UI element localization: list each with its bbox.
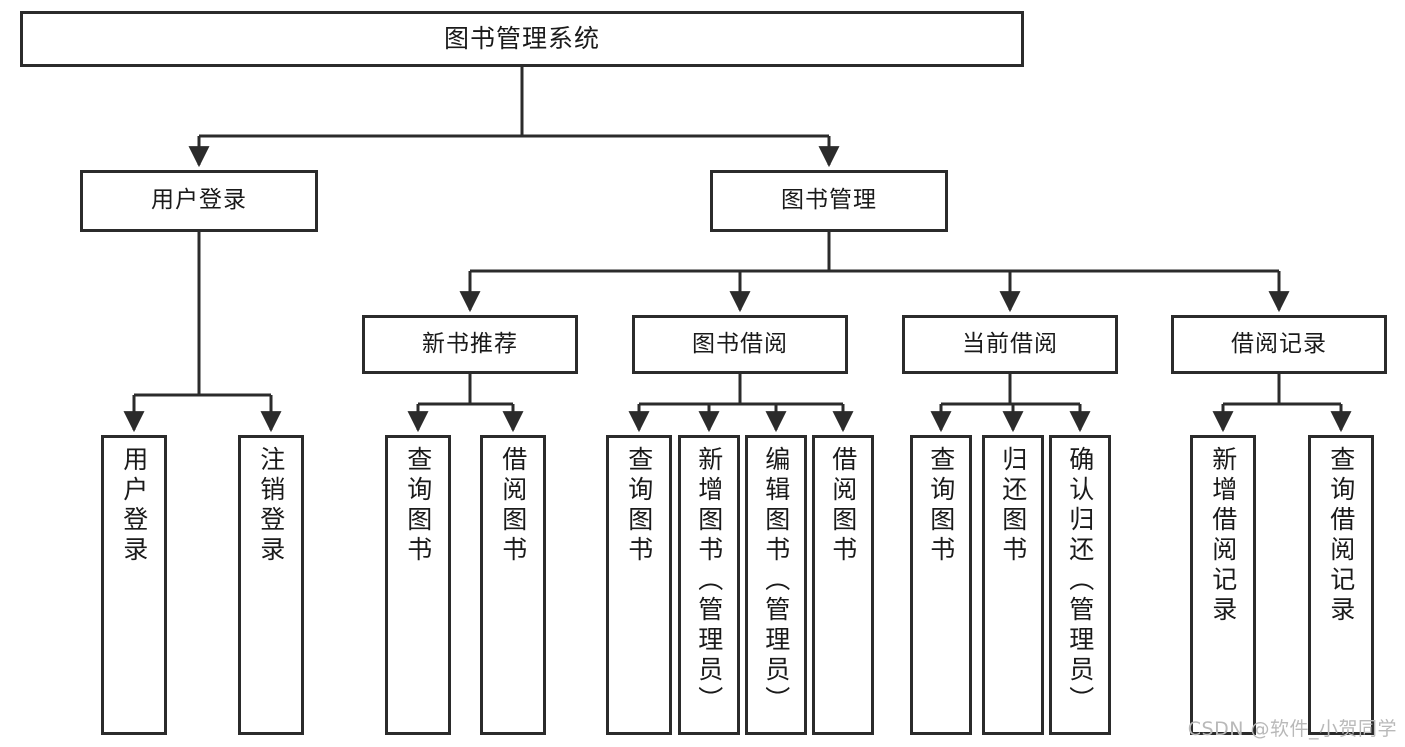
node-root-label: 图书管理系统 <box>443 24 600 54</box>
node-user-login-leaf-label: 用户登录 <box>119 446 149 566</box>
node-query-borrow-record-label: 查询借阅记录 <box>1326 446 1356 626</box>
node-borrow-book-action-label: 借阅图书 <box>828 446 858 566</box>
node-edit-book-admin-label: 编辑图书（管理员） <box>761 446 791 716</box>
node-query-book-rec-label: 查询图书 <box>403 446 433 566</box>
node-book-borrow[interactable]: 图书借阅 <box>632 315 848 374</box>
node-book-borrow-label: 图书借阅 <box>692 330 788 357</box>
node-new-book-recommend[interactable]: 新书推荐 <box>362 315 578 374</box>
node-borrow-book-rec-label: 借阅图书 <box>498 446 528 566</box>
node-query-book-borrow-label: 查询图书 <box>624 446 654 566</box>
node-book-manage[interactable]: 图书管理 <box>710 170 948 232</box>
node-query-borrow-record[interactable]: 查询借阅记录 <box>1308 435 1374 735</box>
node-borrow-record[interactable]: 借阅记录 <box>1171 315 1387 374</box>
node-query-book-rec[interactable]: 查询图书 <box>385 435 451 735</box>
node-add-book-admin[interactable]: 新增图书（管理员） <box>678 435 740 735</box>
node-add-book-admin-label: 新增图书（管理员） <box>694 446 724 716</box>
node-add-borrow-record[interactable]: 新增借阅记录 <box>1190 435 1256 735</box>
node-query-book-current[interactable]: 查询图书 <box>910 435 972 735</box>
node-user-login-leaf[interactable]: 用户登录 <box>101 435 167 735</box>
node-edit-book-admin[interactable]: 编辑图书（管理员） <box>745 435 807 735</box>
node-logout-leaf[interactable]: 注销登录 <box>238 435 304 735</box>
node-return-book-label: 归还图书 <box>998 446 1028 566</box>
node-new-book-recommend-label: 新书推荐 <box>422 330 518 357</box>
node-logout-leaf-label: 注销登录 <box>256 446 286 566</box>
node-borrow-record-label: 借阅记录 <box>1231 330 1327 357</box>
node-borrow-book-rec[interactable]: 借阅图书 <box>480 435 546 735</box>
node-book-manage-label: 图书管理 <box>781 187 877 214</box>
node-query-book-borrow[interactable]: 查询图书 <box>606 435 672 735</box>
node-current-borrow-label: 当前借阅 <box>962 330 1058 357</box>
watermark: CSDN @软件_小贺同学 <box>1187 718 1397 740</box>
node-current-borrow[interactable]: 当前借阅 <box>902 315 1118 374</box>
node-confirm-return-admin[interactable]: 确认归还（管理员） <box>1049 435 1111 735</box>
node-return-book[interactable]: 归还图书 <box>982 435 1044 735</box>
node-user-login[interactable]: 用户登录 <box>80 170 318 232</box>
node-query-book-current-label: 查询图书 <box>926 446 956 566</box>
node-add-borrow-record-label: 新增借阅记录 <box>1208 446 1238 626</box>
node-borrow-book-action[interactable]: 借阅图书 <box>812 435 874 735</box>
node-user-login-label: 用户登录 <box>151 187 247 214</box>
node-root[interactable]: 图书管理系统 <box>20 11 1024 67</box>
node-confirm-return-admin-label: 确认归还（管理员） <box>1065 446 1095 716</box>
